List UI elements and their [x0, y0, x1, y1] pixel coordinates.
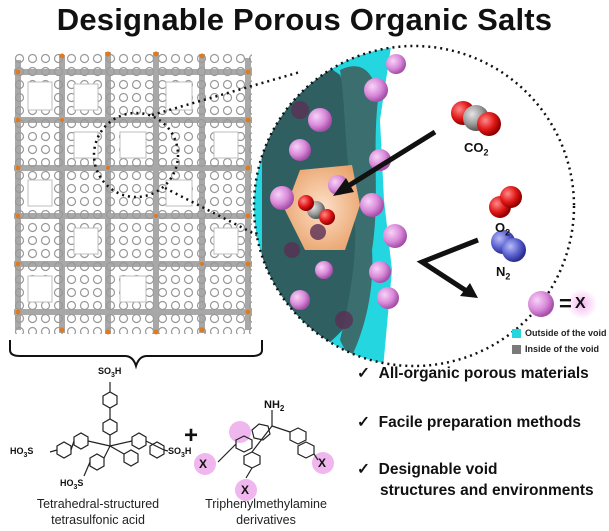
so3h-top: SO3H [98, 366, 122, 379]
x-glow [567, 289, 597, 319]
o2-n2-arrow [416, 237, 479, 298]
acid-caption-line-2: tetrasulfonic acid [51, 513, 145, 527]
legend-equals: = [559, 291, 572, 316]
acid-caption-line-1: Tetrahedral-structured [36, 497, 160, 511]
outside-legend-swatch [512, 329, 521, 338]
n2-label: N2 [496, 264, 511, 282]
o2-molecule [489, 186, 522, 218]
triphenylmethylamine-structure [194, 410, 334, 501]
zoom-line-top [151, 70, 301, 117]
legend-x: X [575, 295, 586, 312]
co2-molecule-in-void [298, 195, 335, 225]
x-atom-sphere [528, 291, 554, 317]
co2-arrow [333, 129, 437, 196]
inside-legend-label: Inside of the void [525, 344, 600, 354]
bullet-1: ✓ All-organic porous materials [357, 365, 589, 382]
x-label-right: X [318, 456, 327, 470]
brace [9, 340, 263, 370]
zoom-origin-circle [92, 111, 180, 199]
co2-molecule [451, 101, 501, 136]
n2-molecule [491, 230, 526, 262]
ho3s-bottom: HO3S [60, 478, 84, 491]
x-label-left: X [199, 457, 208, 471]
outside-legend-label: Outside of the void [525, 328, 607, 338]
amine-caption-line-1: Triphenylmethylamine [205, 497, 327, 511]
crystal-framework [14, 51, 252, 335]
amine-caption-line-2: derivatives [236, 513, 296, 527]
tetrasulfonic-acid-structure [49, 382, 169, 477]
o2-label: O2 [495, 220, 511, 238]
ho3s-left: HO3S [10, 446, 34, 459]
inside-legend-swatch [512, 345, 521, 354]
plus-sign: + [184, 422, 199, 449]
co2-label: CO2 [464, 140, 489, 158]
acid-caption: Tetrahedral-structured tetrasulfonic aci… [2, 496, 194, 528]
bullet-3-line-2: structures and environments [380, 482, 594, 499]
bullet-3: ✓ Designable void [357, 461, 498, 478]
page-title: Designable Porous Organic Salts [56, 2, 553, 37]
x-label-bottom: X [241, 483, 250, 497]
nh2-label: NH2 [264, 399, 285, 414]
bullet-2: ✓ Facile preparation methods [357, 414, 582, 431]
amine-caption: Triphenylmethylamine derivatives [196, 496, 336, 528]
so3h-right: SO3H [168, 446, 192, 459]
